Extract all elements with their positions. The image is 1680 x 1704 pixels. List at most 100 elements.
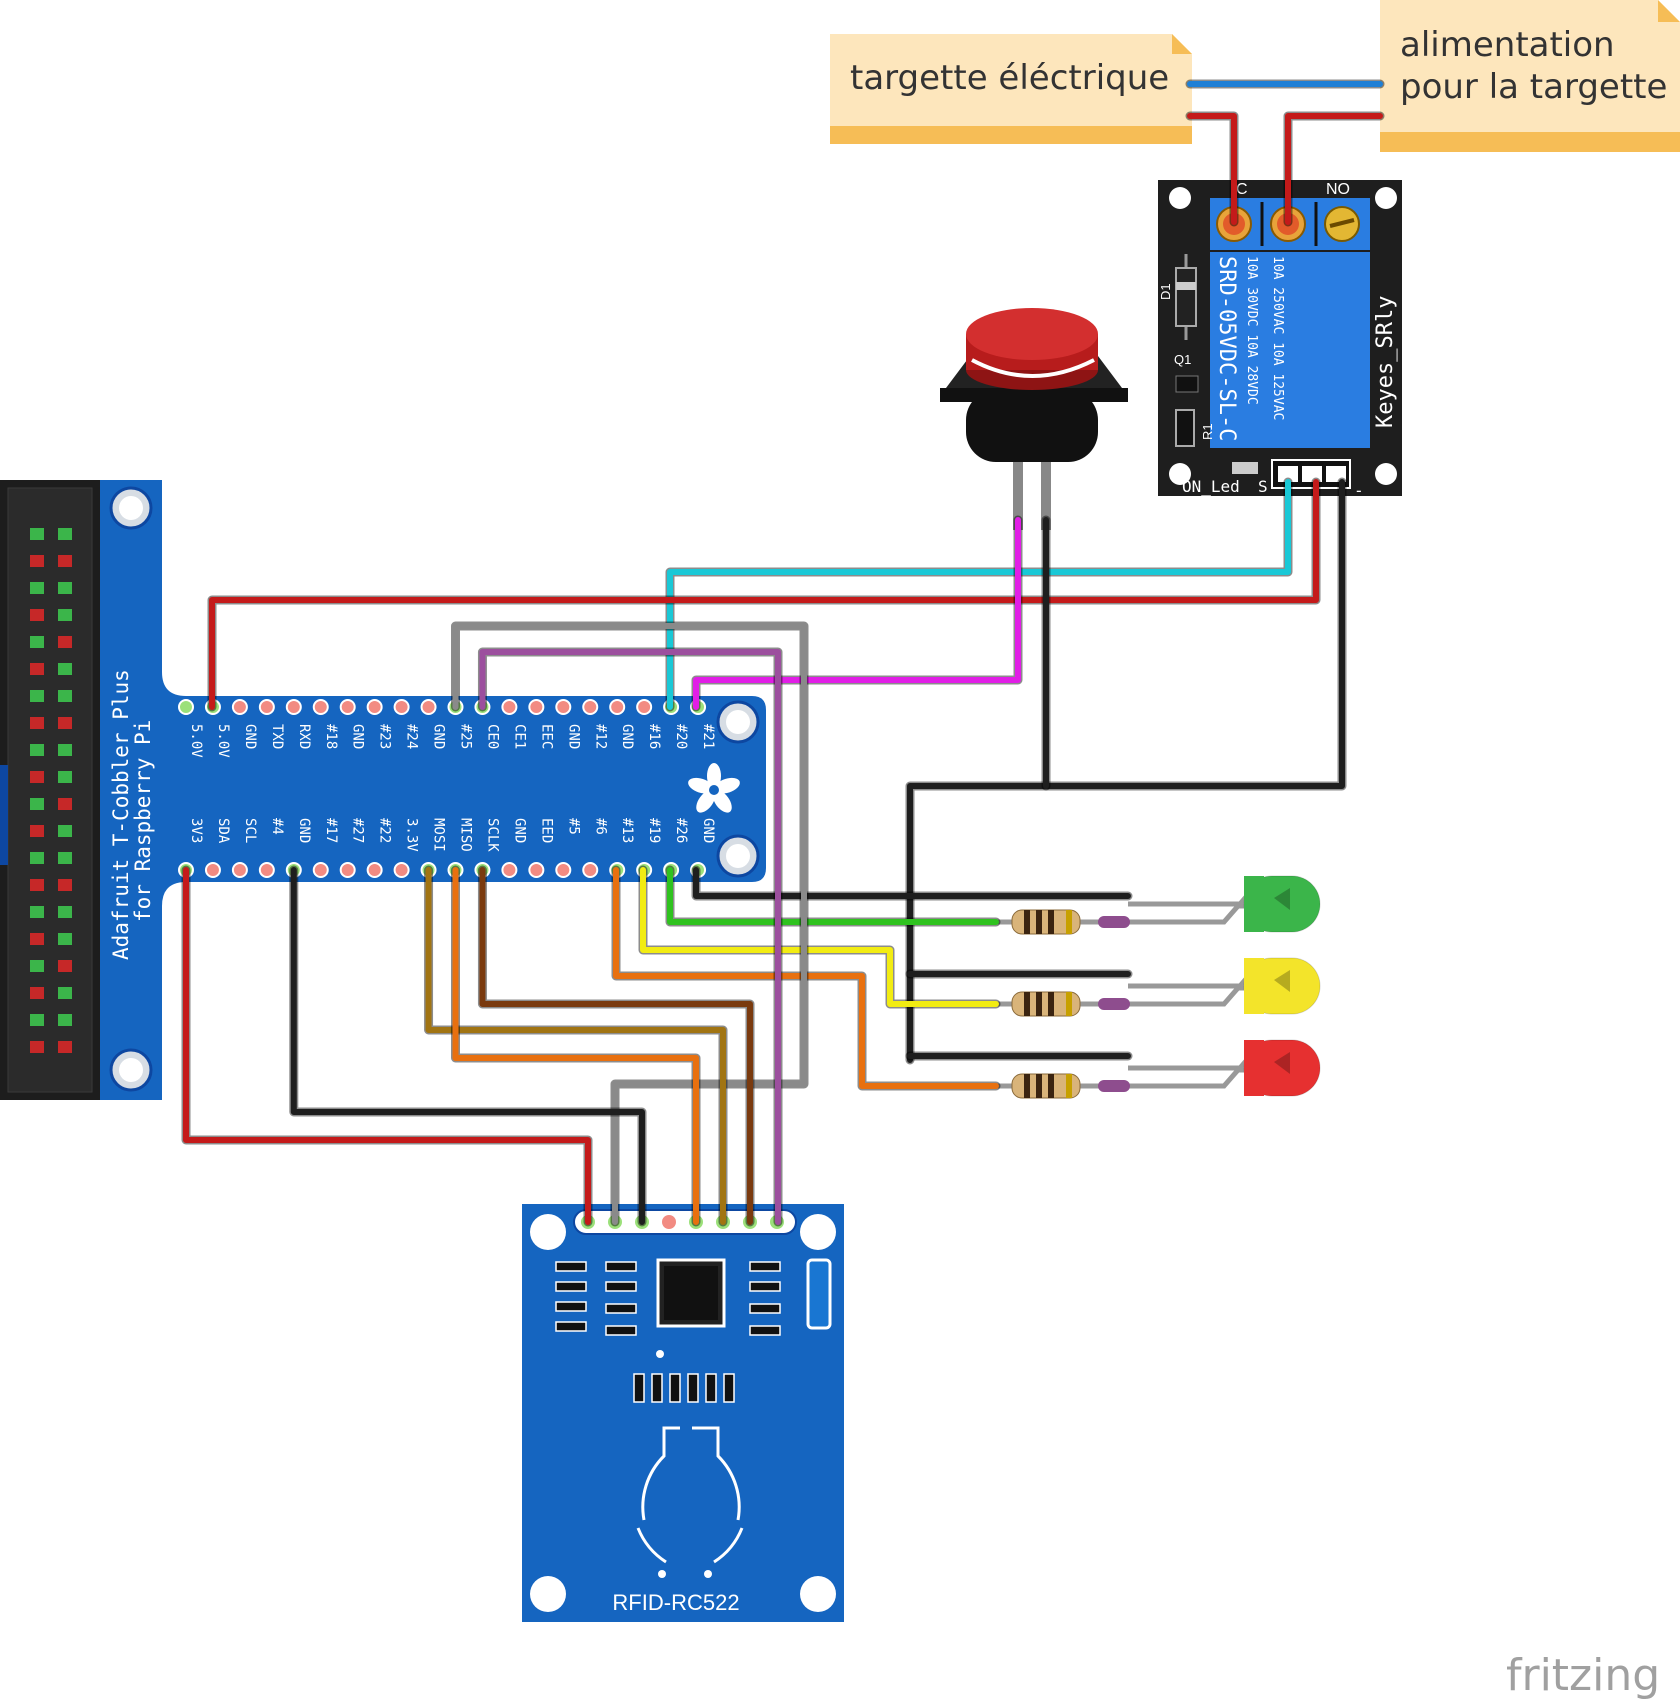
wire-orange-led[interactable] <box>613 867 999 1089</box>
wire-green-led[interactable] <box>667 867 999 925</box>
wire-magenta-button[interactable] <box>693 517 1021 710</box>
led-green <box>996 875 1321 935</box>
cobbler-bottom-label: #4 <box>269 818 285 835</box>
wire-red-lock-to-c[interactable] <box>1187 113 1237 225</box>
cobbler-top-label: RXD <box>296 724 312 749</box>
cobbler-bottom-label: #17 <box>323 818 339 843</box>
cobbler-pin[interactable] <box>501 862 518 878</box>
cobbler-pin[interactable] <box>204 862 221 878</box>
cobbler-pin[interactable] <box>501 699 518 715</box>
ribbon-pin <box>58 528 72 540</box>
cobbler-pin[interactable] <box>528 699 545 715</box>
cobbler-pin[interactable] <box>366 699 383 715</box>
cobbler-top-label: #25 <box>458 724 474 749</box>
relay-rating-ac: 10A 250VAC 10A 125VAC <box>1270 256 1285 420</box>
cobbler-pin[interactable] <box>582 699 599 715</box>
ribbon-pin <box>58 582 72 594</box>
wire-red-rfid-3v3[interactable] <box>183 867 591 1225</box>
wire-cyan-relay-signal[interactable] <box>667 479 1291 710</box>
cobbler-top-label: #24 <box>404 724 420 749</box>
cobbler-pin[interactable] <box>258 862 275 878</box>
wire-red-supply-to-no[interactable] <box>1285 113 1383 225</box>
cobbler-pin[interactable] <box>339 699 356 715</box>
relay-pin-header <box>1271 459 1351 489</box>
ribbon-pin <box>58 609 72 621</box>
wire-gray-rfid[interactable] <box>452 623 807 1225</box>
wire-red-relay-vcc[interactable] <box>207 477 1321 712</box>
ribbon-pin <box>58 771 72 783</box>
ribbon-pin <box>58 663 72 675</box>
rfid-chip-icon <box>656 1258 726 1328</box>
ribbon-pin <box>30 960 44 972</box>
cobbler-pin[interactable] <box>178 699 194 715</box>
wire-red-rfid-3v3[interactable] <box>181 865 593 1227</box>
ribbon-pin <box>30 852 44 864</box>
mounting-hole <box>530 1576 566 1612</box>
ribbon-pin <box>58 879 72 891</box>
led-icon <box>1243 1039 1321 1097</box>
rfid-label: RFID-RC522 <box>612 1590 739 1615</box>
wire-orange-rfid[interactable] <box>452 867 699 1225</box>
cobbler-pin[interactable] <box>366 862 383 878</box>
rfid-pin[interactable] <box>660 1213 678 1231</box>
cobbler-top-label: CE1 <box>511 724 527 749</box>
adafruit-flower-icon <box>688 763 740 813</box>
cobbler-pin[interactable] <box>582 862 599 878</box>
cobbler-pin[interactable] <box>555 699 572 715</box>
smd-component <box>749 1281 781 1292</box>
cobbler-pin[interactable] <box>312 699 329 715</box>
mounting-hole <box>530 1214 566 1250</box>
wire-black-led-gnd[interactable] <box>693 867 1131 899</box>
wire-purple-rfid[interactable] <box>479 649 781 1225</box>
cobbler-top-label: #23 <box>377 724 393 749</box>
wire-olive-rfid[interactable] <box>425 867 726 1225</box>
wire-cyan-relay-signal[interactable] <box>665 477 1293 712</box>
cobbler-bottom-label: #26 <box>673 818 689 843</box>
cobbler-pin[interactable] <box>231 862 248 878</box>
smd-component <box>633 1373 645 1403</box>
note-supply-line1: alimentation <box>1400 25 1615 65</box>
wire-orange-rfid[interactable] <box>451 865 701 1227</box>
relay-rating-dc: 10A 30VDC 10A 28VDC <box>1244 256 1259 405</box>
cobbler-pin[interactable] <box>339 862 356 878</box>
relay-pin-s: S <box>1258 477 1268 496</box>
antenna-icon <box>636 1426 744 1564</box>
ribbon-pin <box>30 1041 44 1053</box>
cobbler-pin[interactable] <box>420 699 437 715</box>
push-button-icon <box>940 308 1128 530</box>
cobbler-bottom-label: SDA <box>215 818 231 844</box>
cobbler-pin[interactable] <box>636 699 653 715</box>
ribbon-pin <box>30 933 44 945</box>
cobbler-pin[interactable] <box>609 699 626 715</box>
ribbon-pin <box>30 879 44 891</box>
cobbler-bottom-label: EED <box>538 818 554 843</box>
cobbler-top-label: TXD <box>269 724 285 749</box>
mounting-hole <box>716 834 760 878</box>
cobbler-bottom-label: MOSI <box>431 818 447 852</box>
smd-component <box>749 1325 781 1336</box>
cobbler-top-label: GND <box>431 724 447 749</box>
cobbler-bottom-label: SCL <box>242 818 258 843</box>
cobbler-board: Adafruit T-Cobbler Plus for Raspberry Pi… <box>100 480 766 1100</box>
relay-r1-label: R1 <box>1200 423 1215 440</box>
relay-brand: Keyes_SRly <box>1373 296 1398 428</box>
wire-black-rfid-gnd[interactable] <box>290 867 645 1225</box>
relay-model: SRD-05VDC-SL-C <box>1214 256 1239 441</box>
wire-red-relay-vcc[interactable] <box>209 479 1319 710</box>
cobbler-pin[interactable] <box>528 862 545 878</box>
wire-brown-rfid[interactable] <box>479 867 753 1225</box>
cobbler-pin[interactable] <box>393 699 410 715</box>
cobbler-pin[interactable] <box>312 862 329 878</box>
cobbler-bottom-label: 3.3V <box>404 818 420 852</box>
resistor-icon <box>1011 991 1081 1017</box>
cobbler-pin[interactable] <box>555 862 572 878</box>
ribbon-pin <box>58 690 72 702</box>
wire-yellow-led[interactable] <box>640 867 999 1007</box>
cobbler-pin[interactable] <box>393 862 410 878</box>
cobbler-pin[interactable] <box>258 699 275 715</box>
smd-component <box>555 1261 587 1272</box>
relay-c-label: C <box>1236 181 1248 198</box>
cobbler-pin[interactable] <box>285 699 302 715</box>
cobbler-pin[interactable] <box>231 699 248 715</box>
